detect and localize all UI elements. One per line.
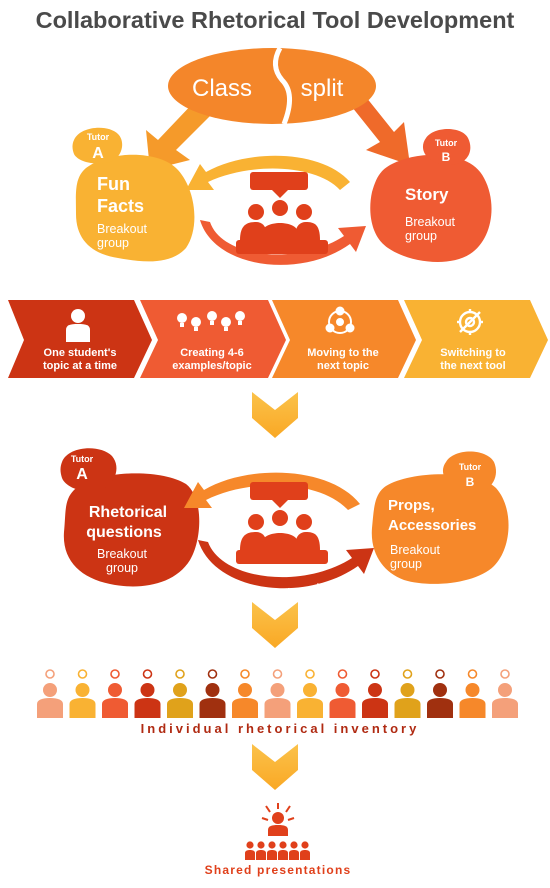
rhetorical-title-2: questions: [86, 524, 162, 541]
step-3-line-1: Moving to the: [307, 347, 379, 359]
down-chevron-1: [252, 392, 298, 438]
page-title: Collaborative Rhetorical Tool Developmen…: [36, 7, 515, 33]
gear-wrench-icon: [457, 309, 483, 335]
tutor-a-label: Tutor: [87, 132, 110, 142]
audience-person-icon: [245, 841, 255, 860]
roundtable-icon-2: [236, 482, 328, 564]
inventory-person-icon: [264, 669, 291, 718]
person-icon: [66, 309, 90, 342]
props-blob: [371, 474, 509, 584]
tutor-a-badge: [72, 127, 123, 164]
inventory-person-icon: [232, 669, 258, 718]
inventory-label: Individual rhetorical inventory: [141, 721, 420, 736]
tutor-a-letter: A: [92, 145, 104, 162]
audience-person-icon: [256, 841, 266, 860]
rhetorical-blob: [63, 473, 200, 587]
step-chevron-2: [140, 300, 286, 378]
tutor-a-label-2: Tutor: [71, 454, 94, 464]
step-chevron-3: [272, 300, 416, 378]
inventory-person-icon: [199, 669, 226, 718]
split-crack: [273, 46, 292, 125]
class-label: Class: [192, 75, 252, 102]
inventory-person-icon: [362, 669, 388, 718]
lightbulbs-icon: [177, 311, 245, 331]
cycle-icon: [325, 306, 355, 334]
stage2-group: Tutor A Rhetorical questions Breakout gr…: [60, 448, 509, 608]
class-split-group: Class split: [146, 46, 410, 170]
cycle-arrow-top-2: [184, 472, 360, 510]
inventory-person-icon: [134, 669, 161, 718]
split-arrow-left: [146, 100, 214, 170]
presenter-icon: [261, 803, 295, 836]
story-sub-1: Breakout: [405, 215, 456, 229]
inventory-person-icon: [102, 669, 128, 718]
down-chevron-3: [252, 744, 298, 790]
inventory-person-icon: [37, 669, 63, 718]
shared-label: Shared presentations: [205, 863, 352, 877]
cycle-arrow-bottom-2: [198, 540, 374, 589]
audience-row: [245, 841, 310, 860]
fun-facts-blob: [75, 154, 195, 262]
inventory-person-icon: [459, 669, 486, 718]
cycle-arrow-top: [186, 155, 350, 190]
step-1-line-1: One student's: [44, 347, 117, 359]
fun-facts-title-1: Fun: [97, 174, 130, 194]
inventory-person-icon: [69, 669, 96, 718]
inventory-person-icon: [167, 669, 193, 718]
props-title-2: Accessories: [388, 517, 476, 534]
props-sub-1: Breakout: [390, 543, 441, 557]
roundtable-icon: [236, 172, 328, 254]
tutor-a-letter-2: A: [76, 466, 88, 483]
story-sub-2: group: [405, 229, 437, 243]
inventory-person-icon: [427, 669, 453, 718]
audience-person-icon: [278, 841, 288, 860]
tutor-b-badge: [422, 129, 471, 165]
inventory-person-icon: [329, 669, 356, 718]
rhetorical-sub-2: group: [106, 561, 138, 575]
audience-person-icon: [267, 841, 277, 860]
props-title-1: Props,: [388, 497, 435, 514]
step-4-line-1: Switching to: [440, 347, 506, 359]
steps-row: One student's topic at a time Creating 4…: [8, 300, 548, 378]
tutor-b-label-2: Tutor: [459, 462, 482, 472]
step-2-line-2: examples/topic: [172, 360, 251, 372]
story-title: Story: [405, 185, 449, 204]
step-1-line-2: topic at a time: [43, 360, 117, 372]
inventory-person-icon: [297, 669, 323, 718]
rhetorical-title-1: Rhetorical: [89, 504, 167, 521]
split-label: split: [301, 75, 344, 102]
down-chevron-2: [252, 602, 298, 648]
tutor-b-badge-2: [442, 451, 497, 493]
step-2-line-1: Creating 4-6: [180, 347, 244, 359]
tutor-b-letter: B: [442, 150, 451, 164]
props-sub-2: group: [390, 557, 422, 571]
stage1-group: Tutor A Fun Facts Breakout group Tutor B…: [72, 127, 492, 288]
class-split-ellipse: [168, 48, 376, 124]
step-4-line-2: the next tool: [440, 360, 505, 372]
tutor-b-letter-2: B: [466, 475, 475, 489]
inventory-person-icon: [492, 669, 518, 718]
fun-facts-sub-1: Breakout: [97, 222, 148, 236]
audience-person-icon: [289, 841, 299, 860]
inventory-people-row: [37, 669, 518, 718]
fun-facts-sub-2: group: [97, 236, 129, 250]
story-blob: [370, 154, 492, 262]
split-arrow-right: [348, 92, 410, 165]
fun-facts-title-2: Facts: [97, 196, 144, 216]
tutor-a-badge-2: [60, 448, 117, 492]
rhetorical-sub-1: Breakout: [97, 547, 148, 561]
audience-person-icon: [300, 841, 310, 860]
step-chevron-4: [404, 300, 548, 378]
tutor-b-label: Tutor: [435, 138, 458, 148]
inventory-person-icon: [394, 669, 421, 718]
step-3-line-2: next topic: [317, 360, 369, 372]
